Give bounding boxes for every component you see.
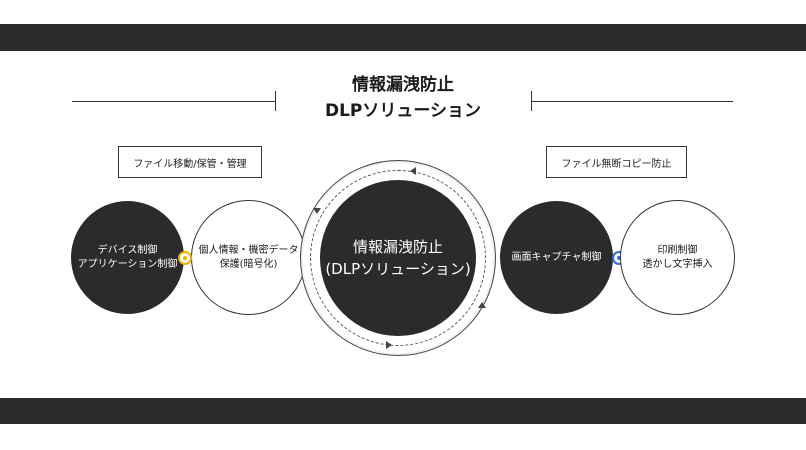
plus-connector-icon <box>178 251 192 265</box>
node-screen-capture-line1: 画面キャプチャ制御 <box>511 251 602 263</box>
center-node-line2: (DLPソリューション) <box>325 260 471 278</box>
title-rule-left-tick <box>275 91 276 111</box>
node-device-control-line2: アプリケーション制御 <box>77 258 178 270</box>
title-rule-right-tick <box>531 91 532 111</box>
center-node-dlp: 情報漏洩防止 (DLPソリューション) <box>320 180 476 336</box>
node-print-control: 印刷制御 透かし文字挿入 <box>620 200 735 315</box>
title-rule-right <box>531 101 733 102</box>
node-device-control: デバイス制御 アプリケーション制御 <box>71 201 184 314</box>
diagram-title-line1: 情報漏洩防止 <box>352 75 454 95</box>
top-band <box>0 24 806 51</box>
title-rule-left <box>72 101 276 102</box>
node-personal-info: 個人情報・機密データ 保護(暗号化) <box>191 200 306 315</box>
diagram-title-line2: DLPソリューション <box>324 101 482 121</box>
center-node-line1: 情報漏洩防止 <box>352 238 443 256</box>
bottom-band <box>0 398 806 424</box>
cycle-arrow-icon <box>386 341 392 349</box>
node-device-control-line1: デバイス制御 <box>97 244 158 256</box>
node-personal-info-line1: 個人情報・機密データ <box>198 244 299 256</box>
cycle-arrow-icon <box>410 167 416 175</box>
center-dashed-ring <box>310 170 486 346</box>
cycle-arrow-icon <box>478 302 486 308</box>
node-print-control-line1: 印刷制御 <box>657 244 698 256</box>
label-file-copy-prevention: ファイル無断コピー防止 <box>546 146 687 178</box>
label-file-movement: ファイル移動/保管・管理 <box>118 146 262 178</box>
node-personal-info-line2: 保護(暗号化) <box>219 258 278 270</box>
node-print-control-line2: 透かし文字挿入 <box>642 258 713 270</box>
node-screen-capture: 画面キャプチャ制御 <box>500 201 613 314</box>
cycle-arrow-icon <box>313 208 321 214</box>
